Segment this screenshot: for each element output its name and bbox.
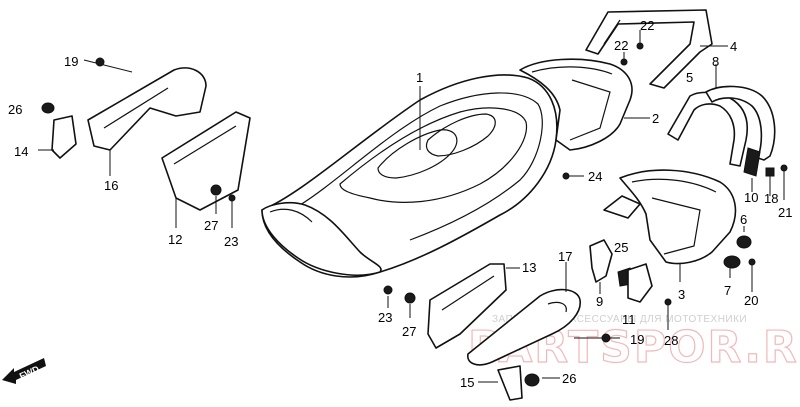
bolt-part-20 [748,258,756,292]
callout-28: 28 [664,333,678,348]
callout-4: 4 [730,39,737,54]
bolt-part-21 [780,164,788,200]
bracket-part-14 [38,115,77,159]
bolt-part-19b [574,333,620,343]
callout-24: 24 [588,169,602,184]
callout-17: 17 [558,249,572,264]
spring-part-10 [743,147,761,192]
callout-2: 2 [652,111,659,126]
callout-27a: 27 [204,218,218,233]
side-panel-part-13 [427,263,520,349]
grommet-part-6 [736,226,752,249]
tail-cowl-part-2 [519,58,650,151]
callout-23b: 23 [378,310,392,325]
grommet-part-27b [404,292,416,318]
side-cover-part-12 [161,111,251,228]
grommet-part-7 [723,255,741,278]
callout-16: 16 [104,178,118,193]
callout-19b: 19 [630,332,644,347]
callout-10: 10 [744,190,758,205]
callout-26a: 26 [8,102,22,117]
screw-part-23b [383,285,393,308]
callout-18: 18 [764,191,778,206]
callout-15: 15 [460,375,474,390]
grab-rail-part-5 [667,91,748,167]
callout-13: 13 [522,260,536,275]
callout-3: 3 [678,287,685,302]
forward-label: FWD [18,364,41,382]
grab-rail-part-8 [705,64,776,161]
callout-8: 8 [712,54,719,69]
bolt-part-28 [664,298,672,330]
bolt-part-19a [83,57,133,73]
callout-11: 11 [622,312,636,327]
callout-23a: 23 [224,234,238,249]
callout-19a: 19 [64,54,78,69]
nut-part-26b [524,373,560,387]
callout-12: 12 [168,232,182,247]
screw-part-24 [562,172,584,180]
rear-cowl-part-3 [603,169,737,282]
callout-20: 20 [744,293,758,308]
grab-handle-part-16 [87,67,207,176]
screw-part-23a [228,194,236,228]
callout-7: 7 [724,283,731,298]
callout-22a: 22 [640,18,654,33]
callout-5: 5 [686,70,693,85]
forward-direction-arrow-icon: FWD [2,358,46,384]
callout-9: 9 [596,294,603,309]
grommet-part-27a [210,184,222,214]
bracket-part-9 [589,239,613,294]
callout-27b: 27 [402,324,416,339]
tray-part-17 [467,262,581,366]
callout-14: 14 [14,144,28,159]
watermark-caption: ЗАПЧАСТИ И АКСЕССУАРЫ ДЛЯ МОТОТЕХНИКИ [492,314,747,325]
callout-25: 25 [614,240,628,255]
rear-rack-part-4 [585,9,728,89]
bracket-part-11 [627,263,653,303]
seat-part-1 [261,74,558,278]
callout-21: 21 [778,205,792,220]
bolt-part-18 [765,167,775,196]
nut-part-26a [41,102,55,114]
callout-26b: 26 [562,371,576,386]
callout-6: 6 [740,212,747,227]
callout-labels: 1 2 3 4 5 6 7 8 9 10 11 12 13 14 15 16 1… [8,18,792,390]
screw-part-22 [620,30,644,66]
callout-22b: 22 [614,38,628,53]
callout-1: 1 [416,70,423,85]
bracket-part-15 [478,365,523,401]
